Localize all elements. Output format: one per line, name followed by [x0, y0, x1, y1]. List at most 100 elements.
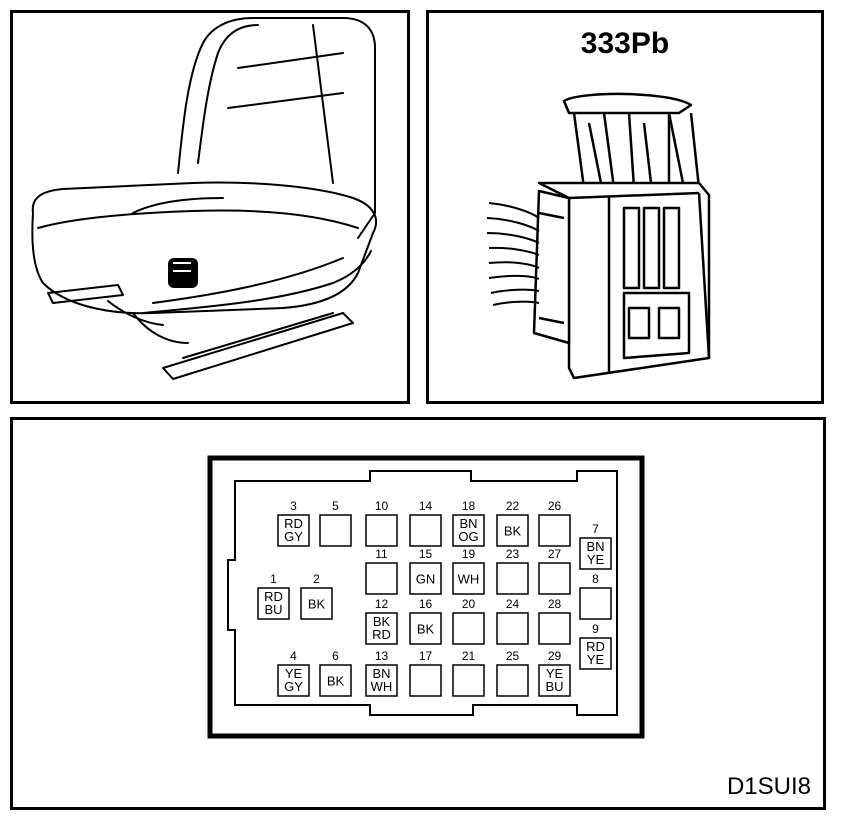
pin-number: 6 — [332, 649, 339, 663]
pin-number: 17 — [419, 649, 433, 663]
pin-number: 28 — [548, 597, 562, 611]
pin-number: 24 — [506, 597, 520, 611]
wire-color-code: BK — [327, 674, 345, 689]
wire-color-code: OG — [458, 529, 478, 544]
wire-color-code: RD — [264, 589, 283, 604]
wire-color-code: YE — [587, 652, 605, 667]
pin-6: 6BK — [319, 649, 352, 697]
wire-color-code: GY — [284, 679, 303, 694]
pin-cavity — [409, 514, 442, 547]
pin-cavity — [538, 612, 571, 645]
pin-number: 15 — [419, 547, 433, 561]
pin-number: 27 — [548, 547, 562, 561]
pin-number: 14 — [419, 499, 433, 513]
wire-color-code: BK — [417, 622, 435, 637]
pin-number: 5 — [332, 499, 339, 513]
pin-number: 18 — [462, 499, 476, 513]
pin-number: 22 — [506, 499, 520, 513]
pin-cavity — [452, 562, 485, 595]
pin-number: 25 — [506, 649, 520, 663]
pin-number: 1 — [270, 572, 277, 586]
wire-color-code: BK — [373, 614, 391, 629]
pin-number: 23 — [506, 547, 520, 561]
pin-number: 11 — [375, 547, 388, 561]
pin-number: 4 — [290, 649, 297, 663]
pin-cavity — [277, 664, 310, 697]
pin-cavity — [257, 587, 290, 620]
pin-cavity — [365, 664, 398, 697]
wire-color-code: RD — [586, 639, 605, 654]
connector-outline — [207, 455, 645, 739]
pin-cavity — [409, 562, 442, 595]
pin-cavity — [365, 562, 398, 595]
pin-cavity — [538, 514, 571, 547]
wire-color-code: YE — [587, 552, 605, 567]
pin-number: 20 — [462, 597, 476, 611]
seat-illustration-panel — [10, 10, 410, 404]
pin-number: 13 — [375, 649, 389, 663]
pin-cavity — [319, 514, 352, 547]
pin-number: 9 — [592, 622, 599, 636]
pin-cavity — [365, 514, 398, 547]
wire-color-code: YE — [546, 666, 564, 681]
pin-number: 26 — [548, 499, 562, 513]
pin-cavity — [409, 612, 442, 645]
connector-title: 333Pb — [580, 27, 670, 60]
pin-cavity — [579, 537, 612, 570]
pin-21: 21 — [452, 649, 485, 697]
wire-color-code: RD — [372, 627, 391, 642]
pin-8: 8 — [579, 572, 612, 620]
pin-cavity — [579, 637, 612, 670]
pin-cavity — [579, 587, 612, 620]
wire-color-code: WH — [458, 572, 480, 587]
seat-control-switch — [168, 258, 198, 288]
wire-color-code: BK — [504, 524, 522, 539]
pin-cavity — [538, 562, 571, 595]
connector-illustration — [486, 92, 711, 380]
wire-color-code: RD — [284, 516, 303, 531]
connector-inner-outline — [227, 470, 618, 716]
wire-color-code: BN — [459, 516, 477, 531]
pin-11: 11 — [365, 547, 398, 595]
seat-illustration — [31, 17, 378, 380]
pin-20: 20 — [452, 597, 485, 645]
pin-27: 27 — [538, 547, 571, 595]
pin-cavity — [365, 612, 398, 645]
pin-number: 10 — [375, 499, 389, 513]
pin-number: 21 — [462, 649, 476, 663]
pin-number: 3 — [290, 499, 297, 513]
wire-color-code: GN — [416, 572, 436, 587]
pin-cavity — [452, 664, 485, 697]
pin-number: 2 — [313, 572, 320, 586]
pin-cavity — [496, 664, 529, 697]
pin-cavity — [300, 587, 333, 620]
pin-cavity — [496, 562, 529, 595]
pin-cavity — [319, 664, 352, 697]
pin-number: 7 — [592, 522, 599, 536]
pin-25: 25 — [496, 649, 529, 697]
pin-cavity — [496, 612, 529, 645]
wire-color-code: WH — [371, 679, 393, 694]
wire-color-code: BN — [372, 666, 390, 681]
pin-cavity — [409, 664, 442, 697]
pin-5: 5 — [319, 499, 352, 547]
pin-23: 23 — [496, 547, 529, 595]
connector-view-panel: 333Pb — [426, 10, 824, 404]
pin-cavity — [452, 612, 485, 645]
pin-number: 29 — [548, 649, 562, 663]
pin-number: 8 — [592, 572, 599, 586]
wire-color-code: GY — [284, 529, 303, 544]
wire-color-code: BN — [586, 539, 604, 554]
pin-cavity — [277, 514, 310, 547]
pin-cavity — [452, 514, 485, 547]
